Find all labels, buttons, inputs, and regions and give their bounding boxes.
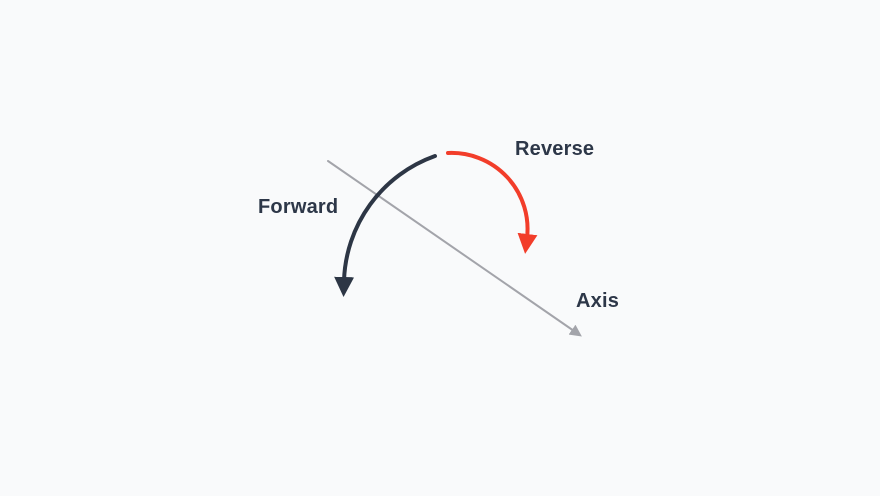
reverse-arrow-curve — [446, 150, 538, 254]
forward-arrow-curve — [334, 154, 437, 297]
axis-label: Axis — [576, 290, 620, 312]
axis-line-arrow — [327, 160, 582, 337]
forward-label: Forward — [258, 196, 339, 218]
reverse-label: Reverse — [515, 138, 595, 160]
